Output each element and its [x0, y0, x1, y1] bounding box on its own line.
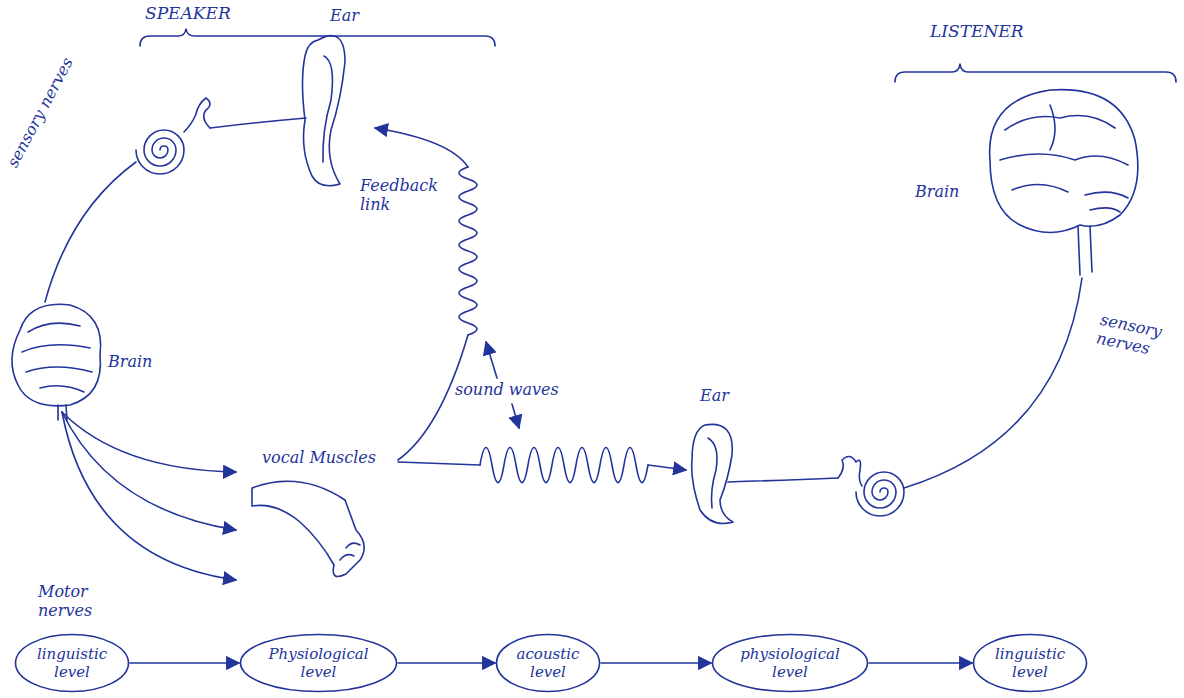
listener-bracket	[895, 64, 1176, 82]
nerve-label: sensory nerves	[1095, 310, 1166, 360]
level-text-block: Physiological level	[268, 645, 368, 681]
ellipse-shape	[713, 635, 868, 692]
sound-waves-label: sound waves	[455, 380, 559, 399]
level-arrow	[398, 662, 495, 664]
sound-wave	[480, 448, 648, 483]
level-arrow	[130, 662, 239, 664]
listener-brain	[990, 90, 1138, 275]
level-text-block: physiological level	[740, 645, 840, 681]
sound-waves-pointer	[486, 342, 497, 378]
vocal-muscles	[252, 481, 364, 576]
level-ellipse: linguistic level	[14, 633, 130, 693]
motor-nerve	[62, 412, 236, 472]
speaker-brain	[12, 304, 101, 420]
ear-label: Ear	[330, 6, 359, 25]
speaker-bracket	[140, 29, 495, 46]
listener-heading: LISTENER	[930, 22, 1023, 41]
listener-cochlea	[856, 472, 904, 516]
speaker-heading: SPEAKER	[145, 4, 231, 23]
ellipse-shape	[241, 635, 397, 692]
feedback-label: Feedback link	[360, 176, 436, 214]
level-arrow	[869, 662, 972, 664]
speaker-ear	[303, 36, 346, 186]
motor-nerve	[62, 412, 236, 530]
listener-sensory-nerve	[904, 278, 1082, 488]
level-arrow	[601, 662, 711, 664]
vocal-muscles-label: vocal Muscles	[262, 448, 376, 467]
level-name: acoustic level	[517, 645, 580, 681]
feedback-arrow	[375, 128, 468, 167]
level-name: linguistic level	[995, 645, 1065, 681]
motor-nerves-label: Motor nerves	[38, 582, 100, 620]
speaker-auditory-nerve	[210, 118, 306, 128]
ear-label: Ear	[700, 386, 729, 405]
sound-waves-pointer	[512, 404, 519, 428]
ellipse-shape	[497, 635, 600, 692]
level-text-block: linguistic level	[995, 645, 1065, 681]
ellipse-shape	[16, 635, 129, 692]
feedback-wave	[459, 167, 477, 335]
brain-label: Brain	[915, 182, 959, 201]
listener-nerve-blob	[838, 456, 862, 486]
listener-ear	[692, 424, 733, 523]
level-text-block: acoustic level	[517, 645, 580, 681]
sound-wave-line	[398, 462, 480, 465]
level-text-block: linguistic level	[37, 645, 107, 681]
level-ellipse: physiological level	[711, 633, 869, 693]
level-name: Physiological level	[268, 645, 368, 681]
level-ellipse: Physiological level	[239, 633, 398, 693]
level-ellipse: acoustic level	[495, 633, 601, 693]
nerve-label: sensory nerves	[3, 54, 77, 170]
ellipse-shape	[974, 635, 1087, 692]
level-name: linguistic level	[37, 645, 107, 681]
speaker-cochlea	[136, 130, 184, 174]
motor-nerve	[62, 412, 236, 580]
speaker-sensory-nerve	[45, 162, 136, 302]
brain-label: Brain	[108, 352, 152, 371]
listener-auditory-nerve	[728, 478, 838, 482]
sound-wave-arrow	[648, 465, 686, 470]
speaker-nerve-blob	[184, 98, 210, 132]
level-name: physiological level	[740, 645, 840, 681]
level-ellipse: linguistic level	[972, 633, 1088, 693]
